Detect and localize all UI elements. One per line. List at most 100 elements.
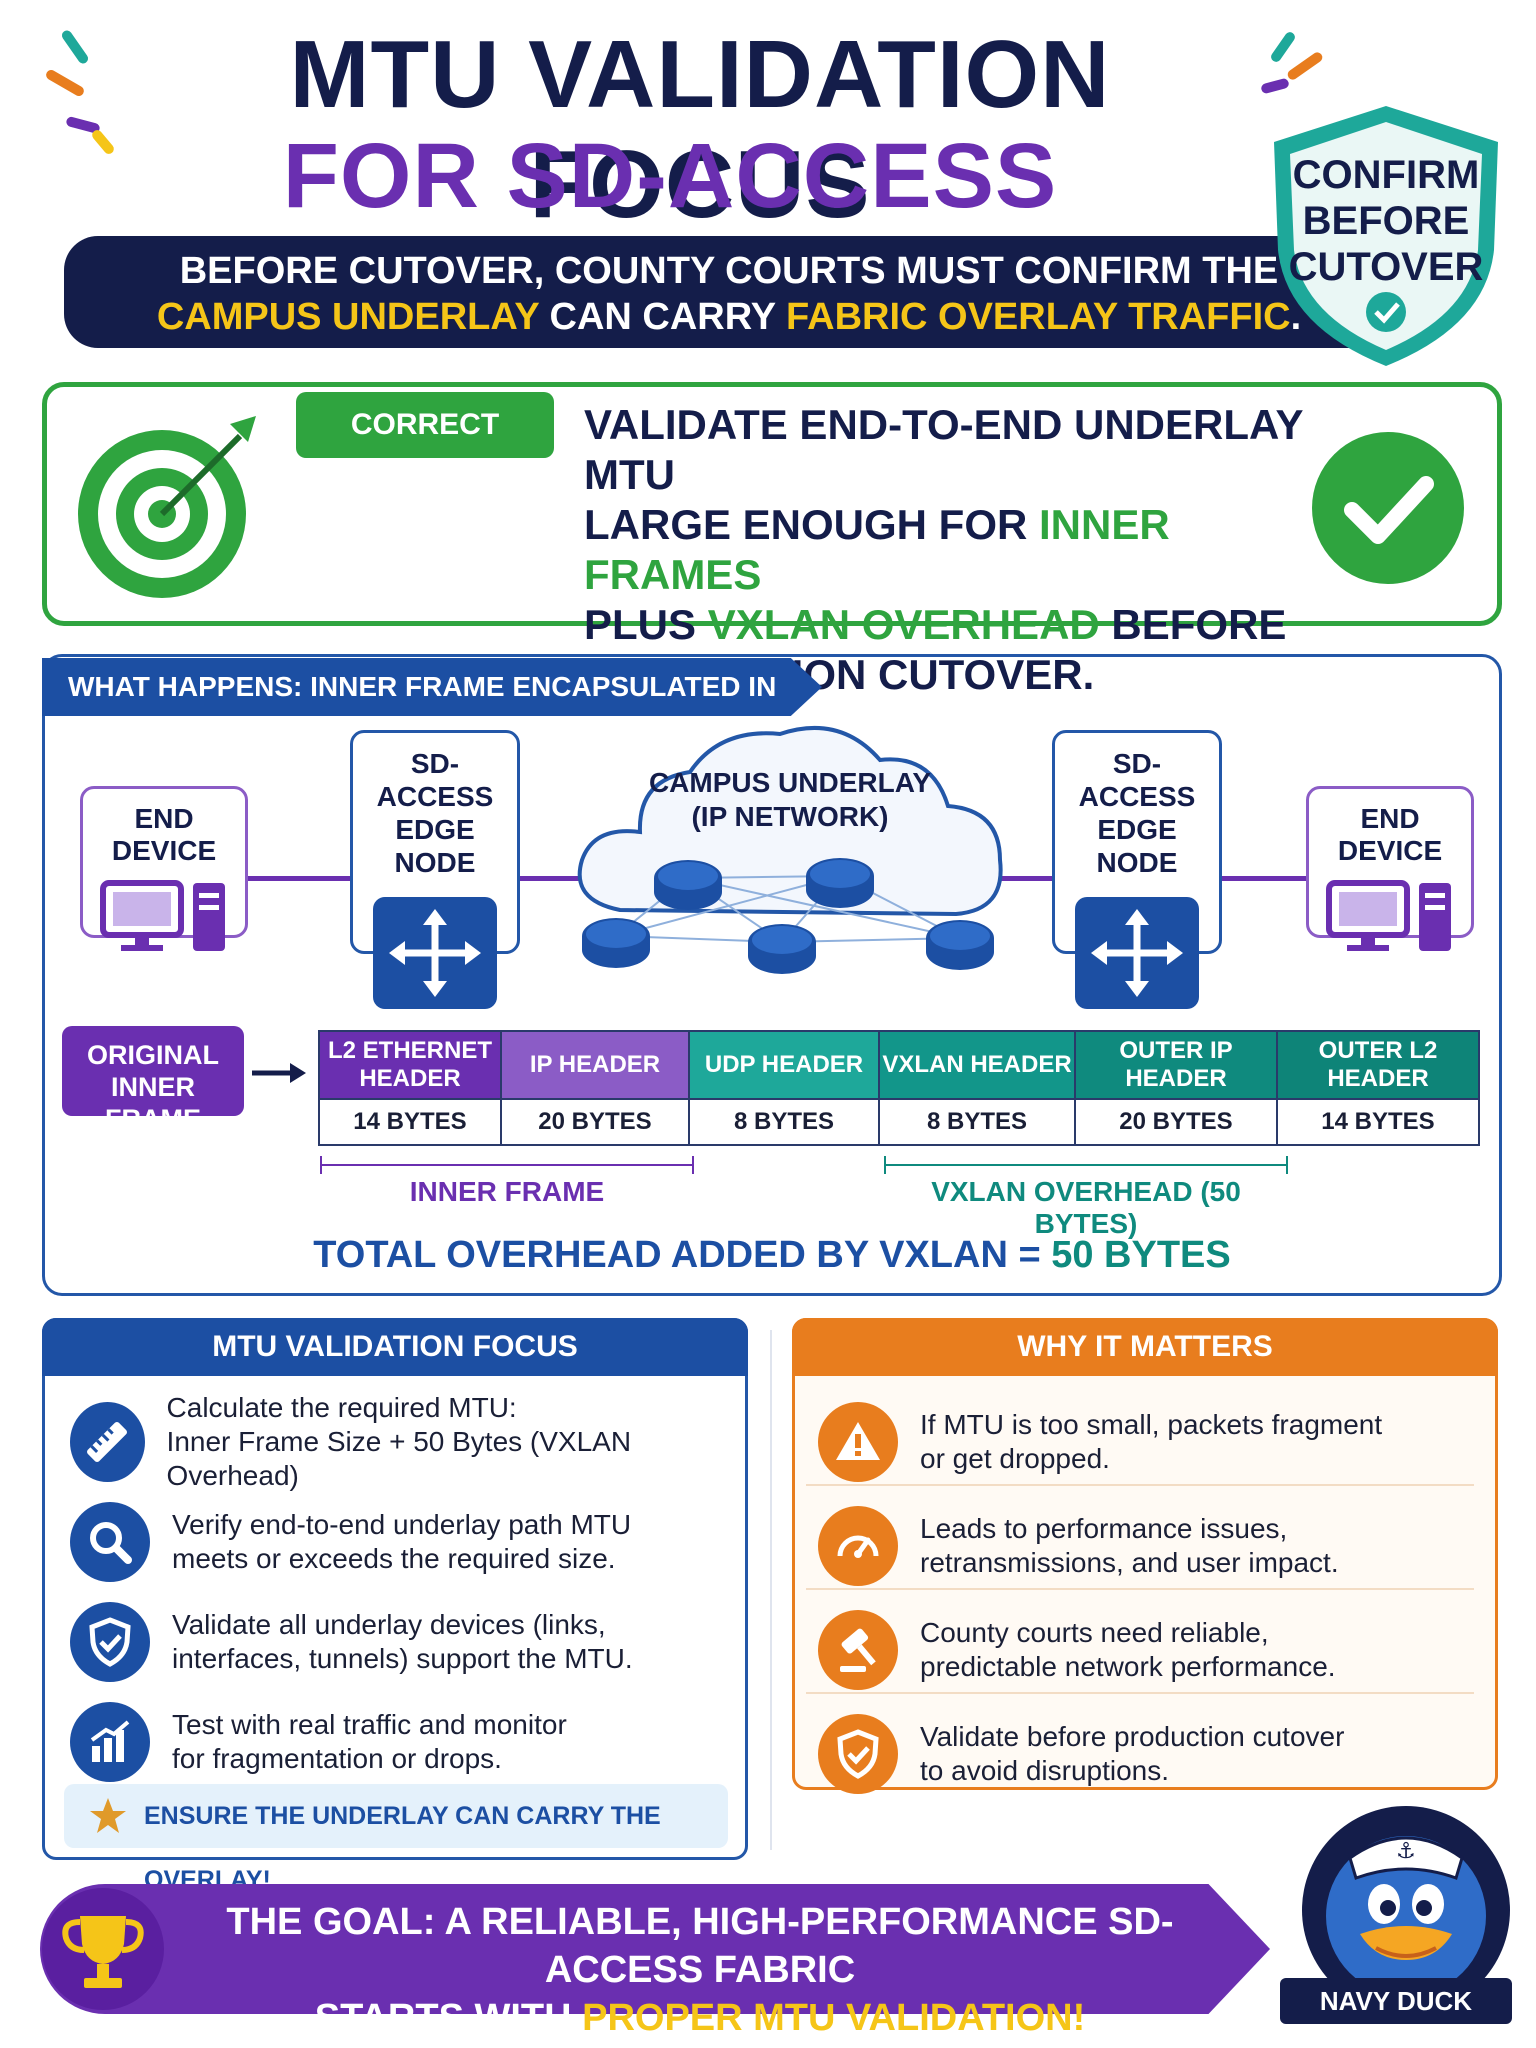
- star-icon: [90, 1798, 126, 1833]
- edge-node-right-label-2: EDGE NODE: [1096, 814, 1178, 878]
- goal-highlight: PROPER MTU VALIDATION!: [582, 1997, 1086, 2039]
- row-divider: [806, 1692, 1474, 1694]
- list-item-line-2: or get dropped.: [920, 1443, 1110, 1474]
- list-item-text: County courts need reliable,predictable …: [920, 1616, 1336, 1684]
- goal-text: THE GOAL: A RELIABLE, HIGH-PERFORMANCE S…: [170, 1898, 1230, 2042]
- list-item: Validate all underlay devices (links,int…: [70, 1592, 730, 1692]
- packet-size-cell: 20 BYTES: [1074, 1098, 1278, 1146]
- answer-line-1: VALIDATE END-TO-END UNDERLAY MTU: [584, 401, 1303, 498]
- why-panel-title: WHY IT MATTERS: [792, 1318, 1498, 1376]
- end-device-right: END DEVICE: [1306, 786, 1474, 951]
- magnifier-icon: [70, 1502, 150, 1582]
- total-overhead-text: TOTAL OVERHEAD ADDED BY VXLAN =: [313, 1234, 1052, 1276]
- vxlan-overhead-bracket: [884, 1164, 1288, 1166]
- list-item-line-2: retransmissions, and user impact.: [920, 1547, 1339, 1578]
- list-item-line-1: If MTU is too small, packets fragment: [920, 1409, 1383, 1440]
- answer-line-3-start: PLUS: [584, 601, 708, 648]
- intro-banner: BEFORE CUTOVER, COUNTY COURTS MUST CONFI…: [64, 236, 1394, 348]
- list-item-line-2: meets or exceeds the required size.: [172, 1543, 616, 1574]
- goal-banner: [40, 1884, 1270, 2014]
- packet-size-cell: 14 BYTES: [318, 1098, 502, 1146]
- list-item: Calculate the required MTU:Inner Frame S…: [70, 1392, 730, 1492]
- ensure-callout: ENSURE THE UNDERLAY CAN CARRY THE OVERLA…: [64, 1784, 728, 1894]
- page-title: MTU VALIDATION FOCUS: [289, 21, 1111, 238]
- end-device-right-label: END DEVICE: [1337, 803, 1443, 866]
- total-overhead-value: 50 BYTES: [1051, 1234, 1231, 1276]
- list-item-line-1: Verify end-to-end underlay path MTU: [172, 1509, 632, 1540]
- bracket-end: [692, 1156, 694, 1174]
- goal-line-2-start: STARTS WITH: [314, 1997, 583, 2039]
- answer-line-3: PLUS VXLAN OVERHEAD BEFORE: [584, 600, 1344, 650]
- campus-underlay-cloud: [577, 726, 1003, 974]
- packet-header-cell: UDP HEADER: [688, 1030, 880, 1100]
- shield-check-icon: [70, 1602, 150, 1682]
- switch-icon: [1075, 897, 1199, 1009]
- list-item-line-2: to avoid disruptions.: [920, 1755, 1170, 1786]
- inner-frame-label: INNER FRAME: [409, 1176, 605, 1207]
- list-item-line-1: Validate before production cutover: [920, 1721, 1345, 1752]
- edge-node-right-label-1: SD-ACCESS: [1078, 748, 1196, 812]
- computer-icon: [1326, 880, 1451, 951]
- original-inner-frame-label: ORIGINAL INNER FRAME: [62, 1026, 244, 1134]
- ruler-icon: [70, 1402, 145, 1482]
- list-item-line-1: Validate all underlay devices (links,: [172, 1609, 606, 1640]
- row-divider: [806, 1588, 1474, 1590]
- list-item-line-2: predictable network performance.: [920, 1651, 1336, 1682]
- why-it-matters-panel: [792, 1318, 1498, 1790]
- banner-line-2: CAMPUS UNDERLAY CAN CARRY FABRIC OVERLAY…: [64, 294, 1394, 340]
- checkmark-icon: [1312, 432, 1464, 584]
- cloud-label-2: (IP NETWORK): [691, 801, 889, 832]
- packet-header-cell: IP HEADER: [500, 1030, 690, 1100]
- correct-answer-panel: [42, 382, 1502, 626]
- computer-icon: [100, 880, 225, 951]
- shield-line-2: BEFORE: [1302, 199, 1470, 243]
- packet-header-cell: OUTER L2 HEADER: [1276, 1030, 1480, 1100]
- list-item-line-1: Test with real traffic and monitor: [172, 1709, 567, 1740]
- list-item-line-1: County courts need reliable,: [920, 1617, 1269, 1648]
- svg-text:⚓: ⚓: [1396, 1839, 1416, 1864]
- list-item-text: Leads to performance issues,retransmissi…: [920, 1512, 1339, 1580]
- original-label-2: INNER FRAME: [105, 1072, 201, 1134]
- row-divider: [806, 1484, 1474, 1486]
- list-item-text: Calculate the required MTU:Inner Frame S…: [167, 1391, 730, 1493]
- edge-node-left-label-2: EDGE NODE: [394, 814, 476, 878]
- packet-size-cell: 8 BYTES: [878, 1098, 1076, 1146]
- edge-node-right: SD-ACCESS EDGE NODE: [1052, 730, 1222, 1009]
- list-item: Leads to performance issues,retransmissi…: [818, 1494, 1478, 1598]
- packet-header-cell: VXLAN HEADER: [878, 1030, 1076, 1100]
- list-item-line-2: interfaces, tunnels) support the MTU.: [172, 1643, 633, 1674]
- packet-header-cell: L2 ETHERNET HEADER: [318, 1030, 502, 1100]
- bracket-end: [1286, 1156, 1288, 1174]
- shield-line-3: CUTOVER: [1288, 245, 1484, 289]
- column-divider: [770, 1330, 772, 1850]
- bracket-end: [884, 1156, 886, 1174]
- list-item-line-1: Leads to performance issues,: [920, 1513, 1288, 1544]
- vxlan-overhead-label: VXLAN OVERHEAD (50 BYTES): [931, 1176, 1241, 1239]
- edge-node-left: SD-ACCESS EDGE NODE: [350, 730, 520, 1009]
- banner-mid: CAN CARRY: [538, 296, 787, 338]
- warning-icon: [818, 1402, 898, 1482]
- inner-frame-bracket: [320, 1164, 694, 1166]
- total-overhead: TOTAL OVERHEAD ADDED BY VXLAN = 50 BYTES: [42, 1234, 1502, 1277]
- packet-size-cell: 8 BYTES: [688, 1098, 880, 1146]
- list-item-line-2: Inner Frame Size + 50 Bytes (VXLAN Overh…: [166, 1426, 632, 1491]
- original-label-1: ORIGINAL: [87, 1040, 219, 1070]
- correct-answer-text: VALIDATE END-TO-END UNDERLAY MTU LARGE E…: [584, 400, 1344, 700]
- cloud-label: CAMPUS UNDERLAY (IP NETWORK): [610, 766, 970, 834]
- shield-check-icon: [818, 1714, 898, 1794]
- shield-line-1: CONFIRM: [1292, 153, 1480, 197]
- answer-highlight-vxlan-overhead: VXLAN OVERHEAD: [707, 601, 1100, 648]
- goal-line-2: STARTS WITH PROPER MTU VALIDATION!: [170, 1994, 1230, 2042]
- packet-size-cell: 20 BYTES: [500, 1098, 690, 1146]
- mascot-label: NAVY DUCK: [1280, 1978, 1512, 2024]
- arrow-right-icon: [252, 1063, 306, 1083]
- edge-node-left-label-1: SD-ACCESS: [376, 748, 494, 812]
- cloud-label-1: CAMPUS UNDERLAY: [648, 767, 932, 798]
